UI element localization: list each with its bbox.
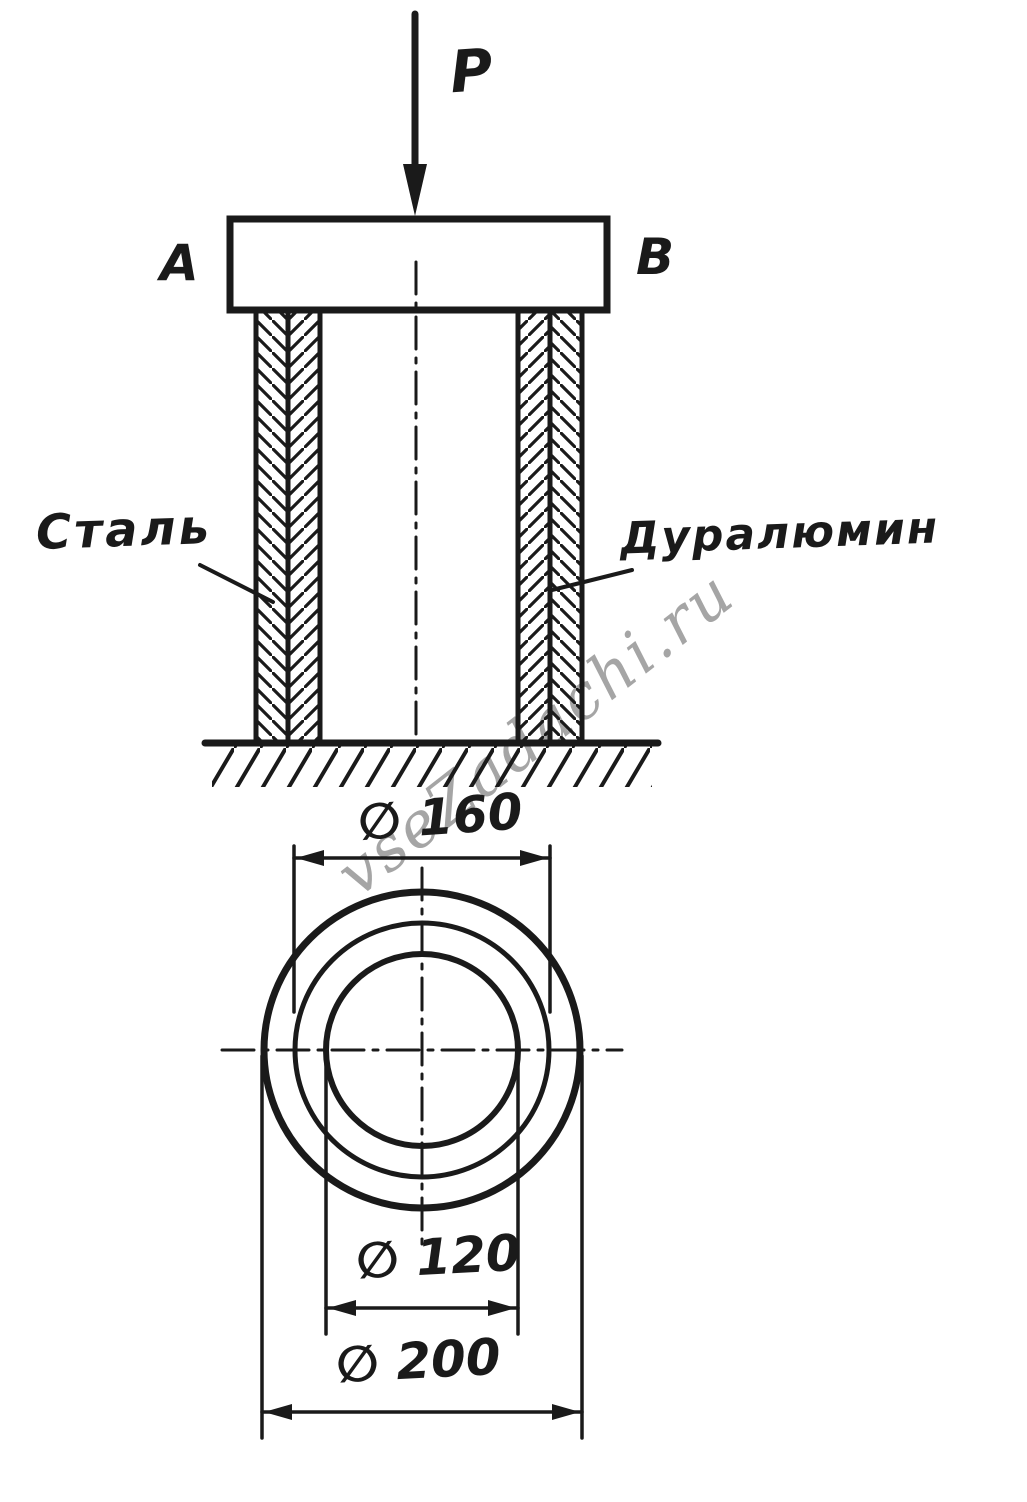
plan-centerlines [220, 866, 624, 1252]
force-arrowhead [403, 164, 427, 216]
steel-leader-line [198, 563, 275, 604]
force-label: P [447, 35, 495, 107]
dim-arrow-right [552, 1404, 580, 1420]
cap-left-label: A [160, 234, 199, 292]
dimension-200 [260, 1054, 584, 1440]
dim-arrow-left [264, 1404, 292, 1420]
dimension-120 [324, 1056, 520, 1336]
left-tube-wall-section [253, 307, 323, 745]
right-tube-wall-section [515, 307, 585, 745]
force-arrow [403, 10, 427, 216]
diameter-120-label: ∅ 120 [354, 1223, 523, 1291]
cap-plate [226, 215, 611, 314]
dimension-160 [292, 844, 552, 1014]
ground [201, 739, 662, 787]
diameter-200-label: ∅ 200 [334, 1327, 503, 1395]
dim-arrow-right [488, 1300, 516, 1316]
dim-arrow-left [328, 1300, 356, 1316]
leader-lines [198, 563, 634, 604]
cap-right-label: B [636, 228, 675, 286]
dim-arrow-right [520, 850, 548, 866]
steel-material-label: Сталь [35, 498, 213, 562]
diameter-160-label: ∅ 160 [356, 782, 525, 852]
dim-arrow-left [296, 850, 324, 866]
duralumin-leader-line [550, 568, 634, 592]
duralumin-material-label: Дуралюмин [619, 502, 941, 565]
